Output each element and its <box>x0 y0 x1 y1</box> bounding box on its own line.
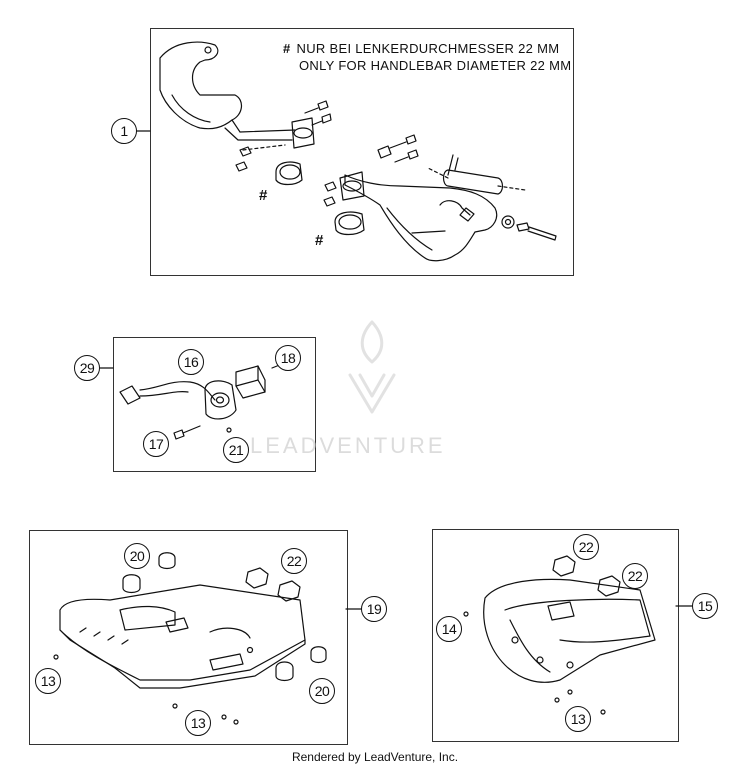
hash-mark-upper-spacer: # <box>259 187 268 204</box>
callout-14: 14 <box>436 616 462 642</box>
handlebar-grip <box>427 154 526 195</box>
note-line-german: NUR BEI LENKERDURCHMESSER 22 MM <box>296 41 560 56</box>
spacer-upper <box>275 161 303 186</box>
callout-22-left: 22 <box>281 548 307 574</box>
skid-mount-plugs-left <box>53 552 327 725</box>
spacer-lower <box>334 211 365 236</box>
handguard-panel <box>150 28 574 276</box>
note-line-english: ONLY FOR HANDLEBAR DIAMETER 22 MM <box>299 58 572 73</box>
note-block: # NUR BEI LENKERDURCHMESSER 22 MM ONLY FO… <box>283 40 571 74</box>
callout-18: 18 <box>275 345 301 371</box>
handguard-left <box>159 41 296 141</box>
skid-plate-left <box>59 584 306 689</box>
skid-mount-plugs-right <box>463 555 621 715</box>
clamp-upper <box>235 100 332 172</box>
callout-22-right: 22 <box>622 563 648 589</box>
watermark-logo <box>348 320 396 414</box>
switch-screws <box>173 363 283 440</box>
callout-13-left: 13 <box>35 668 61 694</box>
callout-22-right-top: 22 <box>573 534 599 560</box>
callout-20-bottom: 20 <box>309 678 335 704</box>
wiring-connector <box>119 381 216 405</box>
callout-19: 19 <box>361 596 387 622</box>
footer-credit: Rendered by LeadVenture, Inc. <box>291 750 459 764</box>
switch-housing <box>204 380 237 420</box>
callout-20-top: 20 <box>124 543 150 569</box>
note-marker: # <box>283 41 291 56</box>
handguard-right <box>344 174 498 262</box>
callout-1: 1 <box>111 118 137 144</box>
skid-plate-right <box>483 578 656 683</box>
callout-13-right: 13 <box>565 706 591 732</box>
switch-cap <box>235 365 266 399</box>
callout-21: 21 <box>223 437 249 463</box>
callout-13-bottom-left: 13 <box>185 710 211 736</box>
end-bolt <box>501 215 557 241</box>
callout-29: 29 <box>74 355 100 381</box>
hash-mark-lower-spacer: # <box>315 232 324 249</box>
callout-17: 17 <box>143 431 169 457</box>
clamp-lower <box>323 134 419 207</box>
callout-15: 15 <box>692 593 718 619</box>
callout-16: 16 <box>178 349 204 375</box>
watermark-text: LEADVENTURE <box>250 433 446 458</box>
